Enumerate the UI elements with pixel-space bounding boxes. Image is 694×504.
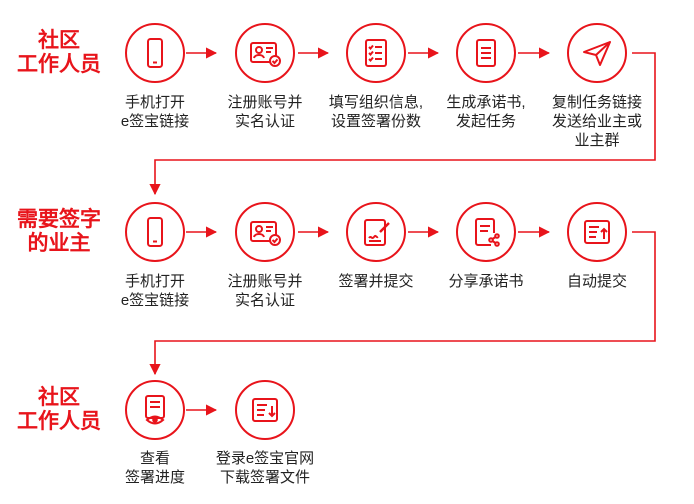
step-caption: 填写组织信息,设置签署份数 — [328, 94, 424, 130]
step-node — [346, 23, 406, 83]
step-caption: 生成承诺书,发起任务 — [446, 94, 526, 130]
step-caption: 复制任务链接发送给业主或业主群 — [551, 94, 642, 149]
step-node — [456, 202, 516, 262]
paper-plane-icon — [583, 41, 611, 66]
id-card-icon — [250, 221, 281, 246]
step-node — [567, 202, 627, 262]
share-document-icon — [475, 218, 500, 247]
step-caption: 注册账号并实名认证 — [227, 273, 303, 309]
step-node — [567, 23, 627, 83]
role-community-staff: 社区 工作人员 — [17, 29, 101, 76]
role-signing-owner: 需要签字 的业主 — [17, 208, 101, 255]
signature-icon — [364, 219, 390, 246]
step-node — [125, 380, 185, 440]
role-community-staff: 社区 工作人员 — [17, 386, 101, 433]
view-document-icon — [145, 395, 165, 425]
step-node — [346, 202, 406, 262]
step-node — [125, 23, 185, 83]
submit-icon — [584, 220, 610, 244]
step-node — [235, 23, 295, 83]
checklist-icon — [365, 39, 387, 67]
id-card-icon — [250, 42, 281, 67]
step-node — [456, 23, 516, 83]
step-node — [235, 380, 295, 440]
step-caption: 分享承诺书 — [448, 273, 524, 290]
step-caption: 签署并提交 — [338, 273, 414, 290]
document-icon — [476, 39, 496, 67]
row-connector — [149, 231, 656, 376]
phone-icon — [147, 38, 163, 68]
step-caption: 登录e签宝官网下载签署文件 — [215, 450, 315, 486]
step-caption: 查看签署进度 — [124, 450, 185, 486]
step-caption: 注册账号并实名认证 — [227, 94, 303, 130]
step-caption: 自动提交 — [566, 273, 627, 290]
step-node — [235, 202, 295, 262]
phone-icon — [147, 217, 163, 247]
step-node — [125, 202, 185, 262]
download-icon — [252, 398, 278, 422]
row-connector — [149, 52, 656, 196]
